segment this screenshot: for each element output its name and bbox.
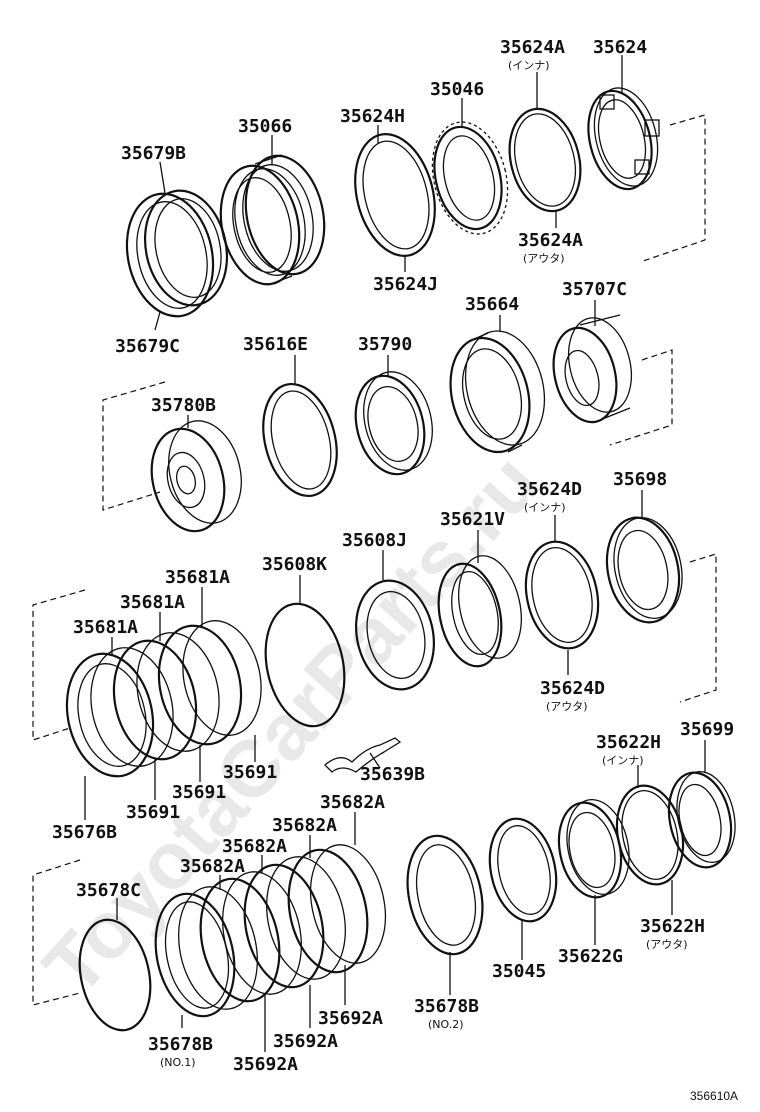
part-35045-ring[interactable]: [481, 812, 565, 927]
part-35681A-clutch-stack[interactable]: [56, 613, 271, 784]
label-35624D-outer: 35624D: [540, 678, 605, 699]
label-35692A-2: 35692A: [273, 1031, 338, 1052]
assembly-bracket-6: [32, 859, 81, 1006]
part-35707C-drum[interactable]: [544, 311, 640, 429]
part-35616E-ring[interactable]: [252, 376, 347, 504]
part-35678C-snap-ring[interactable]: [70, 913, 160, 1037]
label-35608K: 35608K: [262, 554, 327, 575]
part-35608K-snap-ring[interactable]: [255, 596, 355, 733]
label-35678B-no1-sub: (NO.1): [160, 1056, 196, 1069]
label-35624D-inner: 35624D: [517, 479, 582, 500]
label-35624A-outer-sub: (アウタ): [523, 252, 565, 265]
label-35624A-inner: 35624A: [500, 37, 565, 58]
label-35608J: 35608J: [342, 530, 407, 551]
part-35664-one-way-clutch[interactable]: [439, 323, 556, 461]
label-35692A-3: 35692A: [233, 1054, 298, 1075]
label-35679C: 35679C: [115, 336, 180, 357]
label-35624D-inner-sub: (インナ): [524, 501, 566, 514]
label-35045: 35045: [492, 961, 546, 982]
assembly-bracket-5: [679, 553, 717, 703]
label-35624A-outer: 35624A: [518, 230, 583, 251]
label-35698: 35698: [613, 469, 667, 490]
label-35616E: 35616E: [243, 334, 308, 355]
label-35692A-1: 35692A: [318, 1008, 383, 1029]
label-35624H: 35624H: [340, 106, 405, 127]
label-35678B-no2-sub: (NO.2): [428, 1018, 464, 1031]
part-35624D-ring[interactable]: [517, 535, 608, 655]
label-35790: 35790: [358, 334, 412, 355]
part-35682A-clutch-stack[interactable]: [145, 838, 396, 1024]
label-35622H-outer-sub: (アウタ): [646, 938, 688, 951]
leader-lines: [84, 55, 706, 1052]
label-35681A-3: 35681A: [73, 617, 138, 638]
label-35676B: 35676B: [52, 822, 117, 843]
label-35066: 35066: [238, 116, 292, 137]
label-35691-1: 35691: [223, 762, 277, 783]
label-35639B: 35639B: [360, 764, 425, 785]
label-35622H-inner-sub: (インナ): [602, 754, 644, 767]
assembly-bracket-4: [32, 589, 86, 741]
label-35622H-outer: 35622H: [640, 916, 705, 937]
label-35691-3: 35691: [126, 802, 180, 823]
label-35678C: 35678C: [76, 880, 141, 901]
label-35664: 35664: [465, 294, 519, 315]
label-35622H-inner: 35622H: [596, 732, 661, 753]
part-35698-seal[interactable]: [598, 511, 691, 629]
label-35682A-1: 35682A: [320, 792, 385, 813]
assembly-bracket-3: [102, 381, 166, 511]
part-35678B-no2-plate[interactable]: [397, 829, 492, 961]
assembly-bracket-2: [609, 349, 673, 446]
label-35621V: 35621V: [440, 509, 505, 530]
part-35622H-o-ring[interactable]: [608, 779, 691, 890]
label-35678B-no2: 35678B: [414, 996, 479, 1017]
part-35621V-hub[interactable]: [430, 550, 530, 672]
label-35707C: 35707C: [562, 279, 627, 300]
part-35790-bearing[interactable]: [346, 365, 442, 482]
label-35624D-outer-sub: (アウタ): [546, 700, 588, 713]
assembly-bracket-1: [639, 114, 706, 263]
label-35679B: 35679B: [121, 143, 186, 164]
label-35046: 35046: [430, 79, 484, 100]
label-35682A-3: 35682A: [222, 836, 287, 857]
part-35780B-gear-hub[interactable]: [141, 413, 251, 539]
label-35699: 35699: [680, 719, 734, 740]
label-35678B-no1: 35678B: [148, 1034, 213, 1055]
part-35046-plate[interactable]: [421, 114, 518, 242]
label-35622G: 35622G: [558, 946, 623, 967]
part-35624H-snap-ring[interactable]: [343, 126, 447, 265]
label-35681A-2: 35681A: [120, 592, 185, 613]
part-35639B-clip[interactable]: [324, 737, 402, 773]
label-35691-2: 35691: [172, 782, 226, 803]
label-35624J: 35624J: [373, 274, 438, 295]
label-35780B: 35780B: [151, 395, 216, 416]
label-35624: 35624: [593, 37, 647, 58]
part-35624A-ring[interactable]: [499, 101, 590, 218]
part-35624-retainer[interactable]: [579, 81, 667, 196]
part-35679-ring[interactable]: [116, 183, 237, 324]
label-35682A-2: 35682A: [272, 815, 337, 836]
part-35699-seal[interactable]: [661, 766, 743, 873]
figure-number: 356610A: [690, 1089, 738, 1103]
label-35624A-inner-sub: (インナ): [508, 59, 550, 72]
label-35682A-4: 35682A: [180, 856, 245, 877]
label-35681A-1: 35681A: [165, 567, 230, 588]
part-35608J-retainer[interactable]: [346, 573, 443, 696]
part-35066-drum[interactable]: [210, 148, 334, 291]
